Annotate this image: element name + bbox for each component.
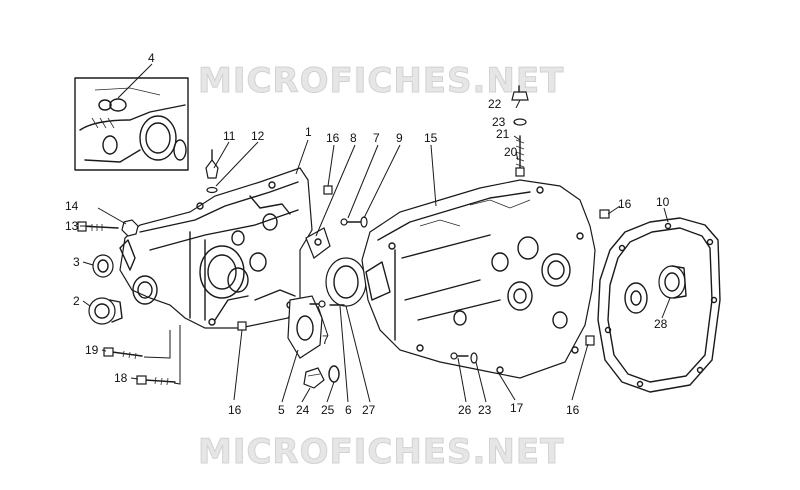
callout-1: 1 [305,125,312,139]
callout-13: 13 [65,219,79,233]
callout-26: 26 [458,403,472,417]
leader-lines [80,63,671,403]
callout-11: 11 [223,129,236,143]
callout-17: 17 [510,401,524,415]
callout-21: 21 [496,127,510,141]
callout-23-bottom: 23 [478,403,492,417]
callout-15: 15 [424,131,438,145]
watermark-bottom: MICROFICHES.NET [198,432,564,472]
callout-19: 19 [85,343,99,357]
callout-3: 3 [73,255,80,269]
callout-18: 18 [114,371,128,385]
right-small-parts [450,209,610,364]
right-gearbox-housing [361,179,596,379]
callout-8: 8 [350,131,357,145]
callout-20: 20 [504,145,518,159]
callout-14: 14 [65,199,79,213]
inset-detail-box [74,77,189,171]
callout-16-bottom-left: 16 [228,403,242,417]
callout-25: 25 [321,403,335,417]
callout-16-top: 16 [326,131,340,145]
callout-7-top: 7 [373,131,380,145]
callout-23-top: 23 [492,115,506,129]
callout-9: 9 [396,131,403,145]
callout-16-bottom-right: 16 [566,403,580,417]
callout-24: 24 [296,403,310,417]
callout-7-mid: 7 [322,333,329,347]
watermark-top: MICROFICHES.NET [198,61,564,101]
breather-assembly [511,85,529,177]
callout-6: 6 [345,403,352,417]
callout-10: 10 [656,195,670,209]
callout-28: 28 [654,317,668,331]
callout-12: 12 [251,129,265,143]
callout-labels: 4 11 12 1 16 8 7 9 15 22 23 21 20 16 10 … [65,51,670,417]
cover-gasket [597,217,721,393]
callout-4: 4 [148,51,155,65]
callout-22: 22 [488,97,502,111]
callout-5: 5 [278,403,285,417]
callout-2: 2 [73,294,80,308]
callout-16-right: 16 [618,197,632,211]
bearing-28 [658,265,687,299]
callout-27: 27 [362,403,376,417]
